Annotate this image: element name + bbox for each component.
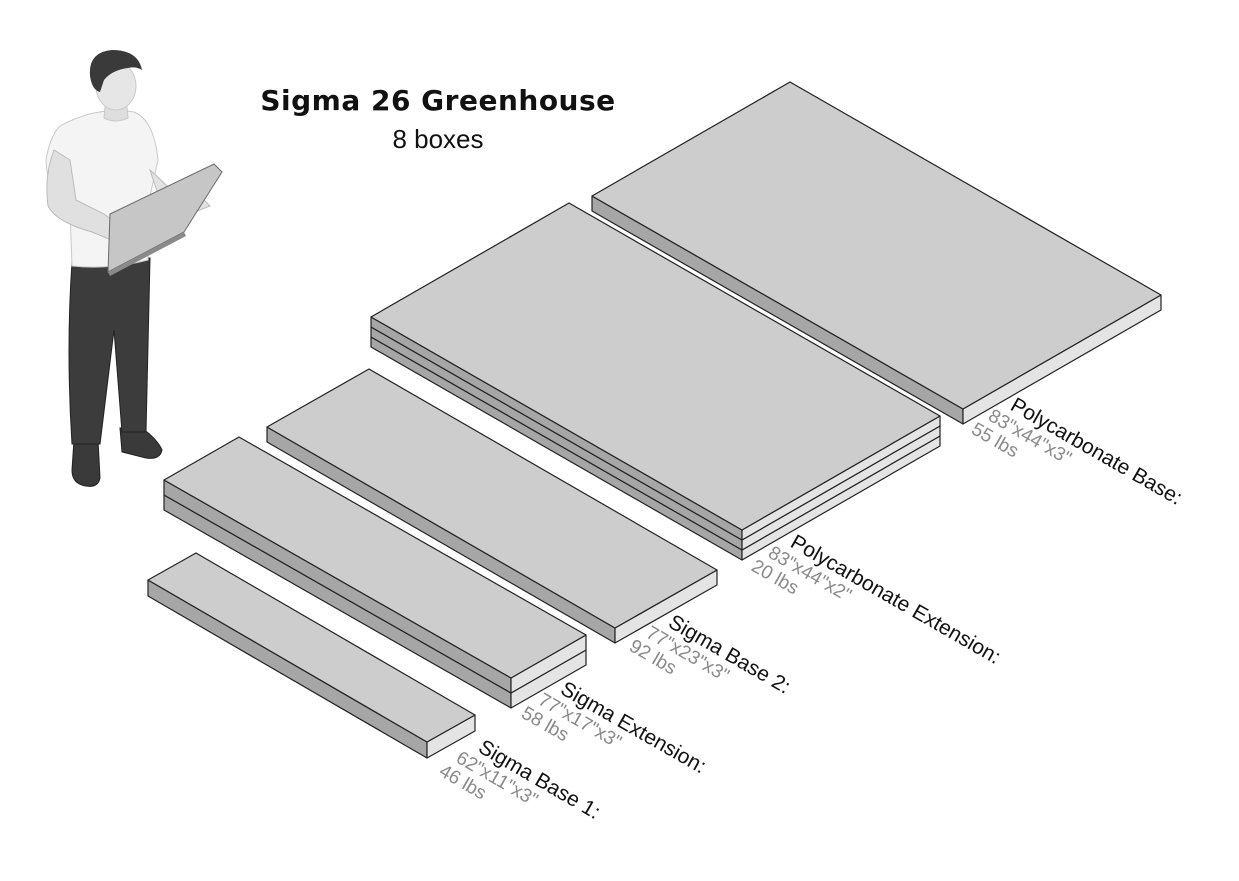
person-holding-laptop-icon [45,50,223,487]
boxes-group [147,81,1162,759]
box-sigma-extension [163,436,587,709]
box-sigma-base-1 [147,552,476,759]
label-polycarbonate-base: Polycarbonate Base:83"x44"x3"55 lbs [968,393,1187,509]
diagram-title: Sigma 26 Greenhouse [260,84,616,117]
box-polycarbonate-base [591,81,1162,425]
box-top-face [370,202,941,531]
box-name-label: Polycarbonate Extension: [787,530,1005,669]
box-top-face [591,81,1162,410]
label-sigma-base-1: Sigma Base 1:62"x11"x3"46 lbs [435,735,604,823]
box-polycarbonate-extension [370,202,941,561]
box-top-face [147,552,476,743]
box-count-subtitle: 8 boxes [392,124,484,154]
box-top-face [163,436,587,679]
box-sigma-base-2 [266,368,718,644]
box-top-face [266,368,718,629]
